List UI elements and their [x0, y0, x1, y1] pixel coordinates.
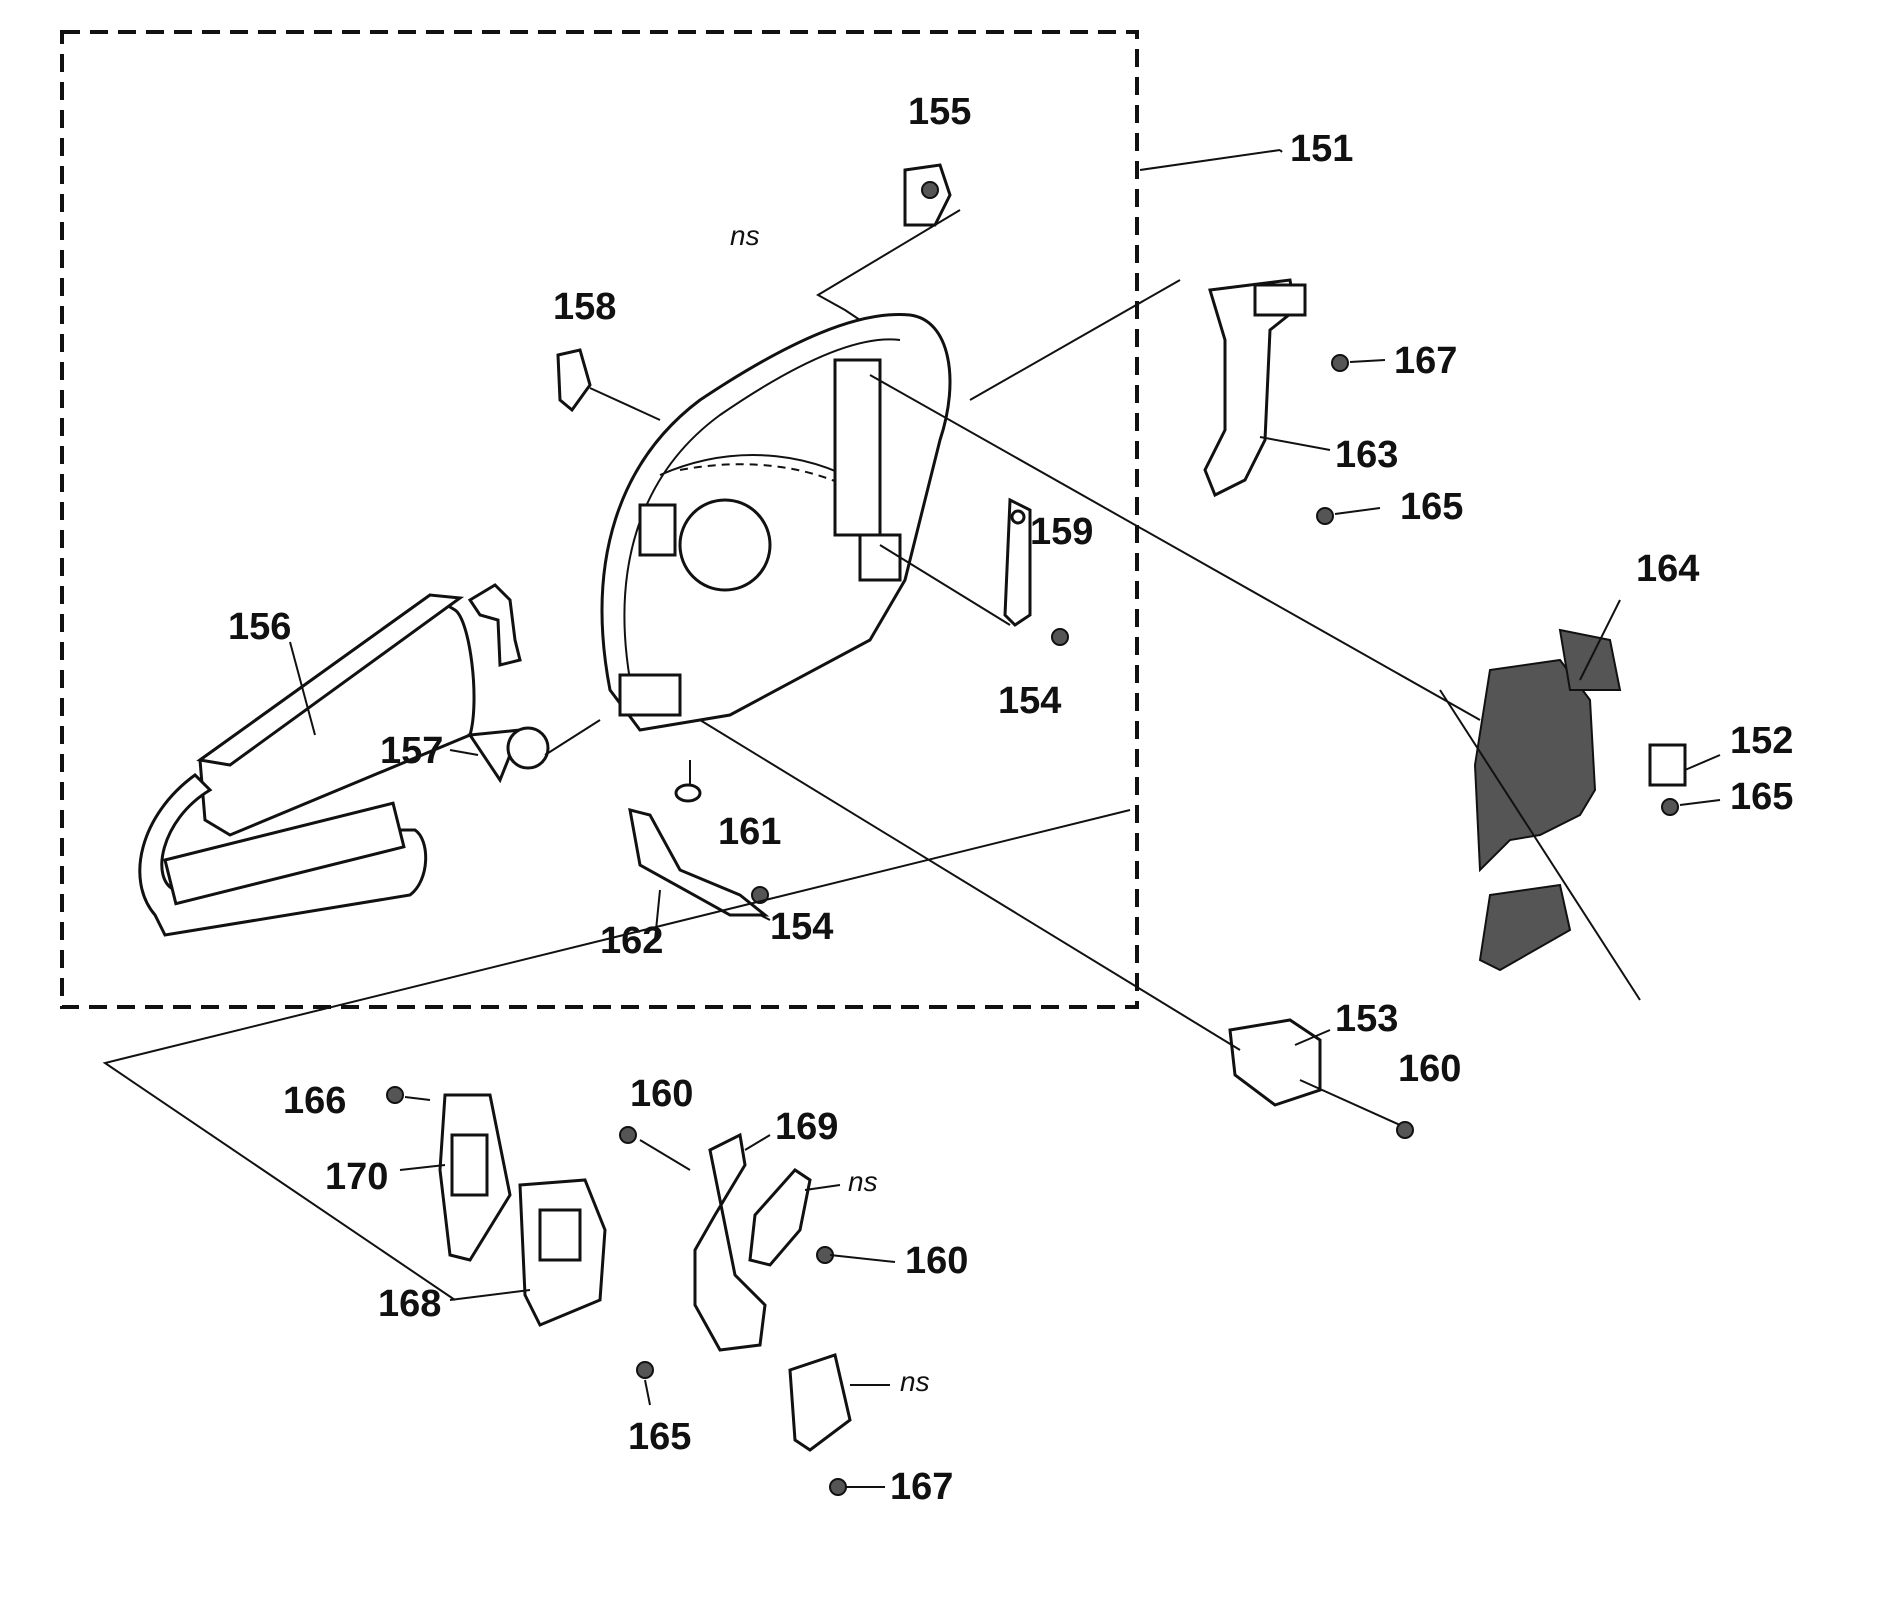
callout-154-upper: 154	[998, 680, 1062, 722]
part-152	[1648, 743, 1687, 787]
screw-154a	[1051, 628, 1069, 646]
callout-156: 156	[228, 606, 292, 648]
part-159	[1003, 497, 1032, 627]
screw-166	[386, 1086, 404, 1104]
callout-165-bottom: 165	[628, 1416, 692, 1458]
part-155	[903, 163, 952, 227]
part-158	[556, 348, 592, 413]
callout-160-right: 160	[1398, 1048, 1462, 1090]
part-168	[518, 1178, 607, 1327]
callout-167-bottom: 167	[890, 1466, 954, 1508]
callout-161: 161	[718, 811, 782, 853]
screw-167b	[829, 1478, 847, 1496]
part-157	[467, 726, 550, 784]
part-169	[693, 1132, 767, 1352]
ns-bracket-bottom	[788, 1353, 852, 1452]
part-161	[674, 783, 702, 803]
part-163	[1203, 278, 1307, 498]
callout-155: 155	[908, 91, 972, 133]
leader-lines	[102, 149, 1721, 1488]
callout-160-lower-right: 160	[905, 1240, 969, 1282]
ns-bracket-lower	[748, 1168, 812, 1267]
callout-158: 158	[553, 286, 617, 328]
part-164-circuit-board	[1473, 628, 1622, 972]
screw-165a	[1316, 507, 1334, 525]
part-170	[438, 1093, 512, 1262]
ns-label-top: ns	[730, 220, 760, 251]
part-153	[1228, 1018, 1322, 1107]
callout-162: 162	[600, 920, 664, 962]
callout-170: 170	[325, 1156, 389, 1198]
callout-157: 157	[380, 730, 444, 772]
main-housing	[600, 312, 952, 732]
callout-165-top: 165	[1400, 486, 1464, 528]
callout-169: 169	[775, 1106, 839, 1148]
assembly-151-boundary	[60, 30, 1139, 1009]
ns-label-middle: ns	[848, 1166, 878, 1197]
callout-160-lower-left: 160	[630, 1073, 694, 1115]
callout-159: 159	[1030, 511, 1094, 553]
callout-151: 151	[1290, 128, 1354, 170]
callout-154-lower: 154	[770, 906, 834, 948]
callout-167-top: 167	[1394, 340, 1458, 382]
part-156-grip-strap	[138, 583, 522, 937]
screw-165b	[1661, 798, 1679, 816]
screw-154b	[751, 886, 769, 904]
callout-153: 153	[1335, 998, 1399, 1040]
screw-160a	[1396, 1121, 1414, 1139]
callout-165-right: 165	[1730, 776, 1794, 818]
ns-label-bottom: ns	[900, 1366, 930, 1397]
callout-152: 152	[1730, 720, 1794, 762]
screw-160b	[619, 1126, 637, 1144]
callout-168: 168	[378, 1283, 442, 1325]
callout-163: 163	[1335, 434, 1399, 476]
screw-167a	[1331, 354, 1349, 372]
callout-166: 166	[283, 1080, 347, 1122]
screw-165c	[636, 1361, 654, 1379]
part-162	[628, 807, 770, 917]
callout-164: 164	[1636, 548, 1700, 590]
